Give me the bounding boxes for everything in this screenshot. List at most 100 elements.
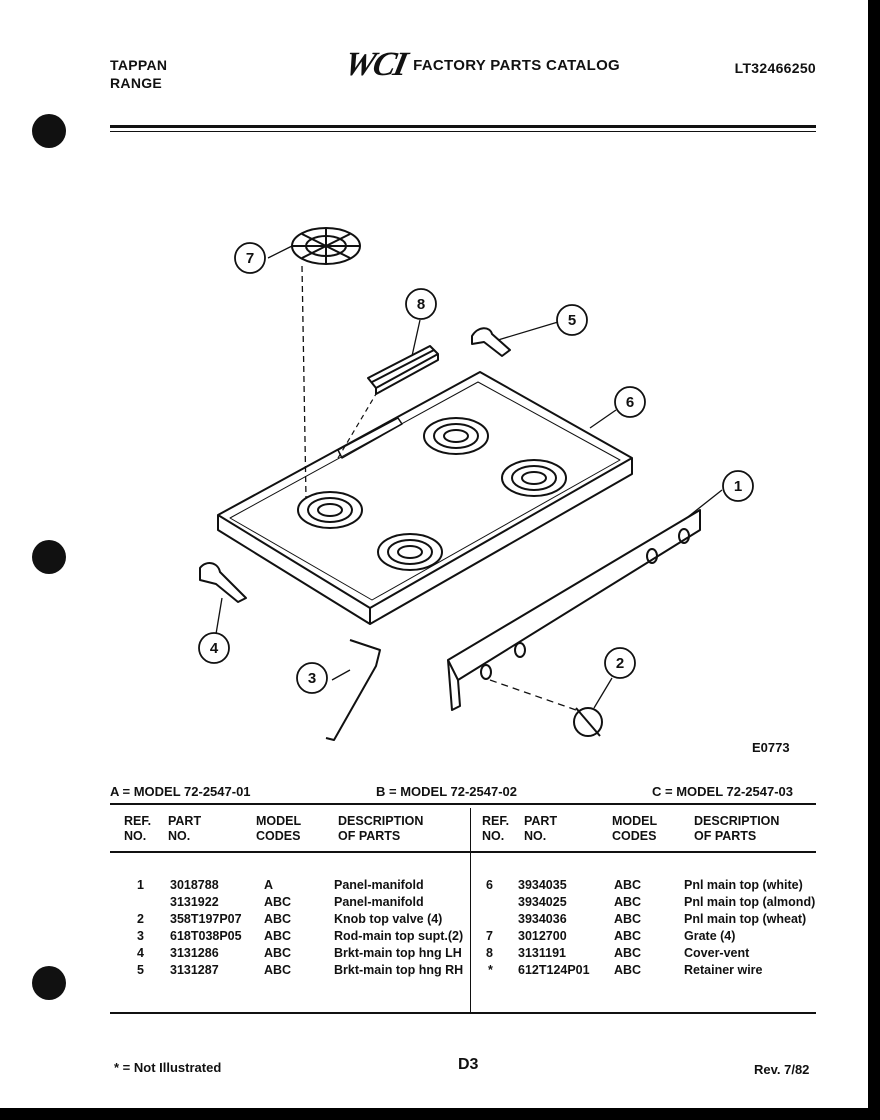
table-header-rule: [110, 851, 816, 853]
row-part: 3934036: [518, 912, 567, 926]
row-part: 618T038P05: [170, 929, 242, 943]
row-model: ABC: [614, 929, 642, 943]
row-ref: 7: [486, 929, 493, 943]
header-rule-thin: [110, 131, 816, 132]
row-desc: Pnl main top (almond): [684, 895, 816, 909]
not-illustrated-note: * = Not Illustrated: [114, 1060, 222, 1075]
figure-id: E0773: [752, 740, 790, 755]
col-ref-line1: REF.: [124, 814, 152, 828]
row-ref: 3: [137, 929, 144, 943]
vent-leader-dashed: [337, 393, 377, 459]
table-column-divider: [470, 808, 471, 1012]
row-part: 612T124P01: [518, 963, 590, 977]
row-model: ABC: [614, 895, 642, 909]
row-part: 3131286: [170, 946, 219, 960]
col-model-line1: MODEL: [612, 814, 658, 828]
row-desc: Pnl main top (wheat): [684, 912, 807, 926]
row-model: ABC: [264, 963, 292, 977]
col-desc-line1: DESCRIPTION: [338, 814, 424, 828]
callout-leaders: [215, 245, 723, 709]
row-desc: Brkt-main top hng LH: [334, 946, 462, 960]
row-ref: *: [488, 963, 493, 977]
row-ref: 6: [486, 878, 493, 892]
valve-knob: [573, 707, 603, 737]
header-rule: [110, 125, 816, 128]
row-desc: Rod-main top supt.(2): [334, 929, 464, 943]
col-desc-line2: OF PARTS: [338, 829, 401, 843]
col-part-line2: NO.: [168, 829, 191, 843]
col-part-line1: PART: [168, 814, 202, 828]
binder-hole: [32, 114, 66, 148]
row-desc: Brkt-main top hng RH: [334, 963, 464, 977]
grate-part: [291, 227, 361, 265]
row-part: 358T197P07: [170, 912, 242, 926]
brand-name: TAPPAN: [110, 57, 168, 73]
row-model: A: [264, 878, 274, 892]
model-c: C = MODEL 72-2547-03: [652, 784, 794, 799]
table-bottom-rule: [110, 1012, 816, 1014]
wci-logo: WCI: [341, 46, 410, 83]
row-ref: 2: [137, 912, 144, 926]
row-model: ABC: [264, 912, 292, 926]
row-part: 3131191: [518, 946, 566, 960]
col-desc-line1: DESCRIPTION: [694, 814, 780, 828]
col-ref-line2: NO.: [482, 829, 505, 843]
hinge-bracket-lh: [199, 562, 247, 603]
col-part-line1: PART: [524, 814, 558, 828]
row-ref: 1: [137, 878, 144, 892]
catalog-title-block: WCI FACTORY PARTS CATALOG: [341, 46, 620, 84]
row-model: ABC: [614, 963, 642, 977]
grate-leader-dashed: [301, 265, 307, 499]
hinge-bracket-rh: [471, 327, 511, 357]
table-top-rule: [110, 803, 816, 805]
col-desc-line2: OF PARTS: [694, 829, 757, 843]
manifold-panel-part: [447, 509, 701, 711]
vent-slot: [337, 417, 403, 459]
row-part: 3018788: [170, 878, 219, 892]
row-ref: 8: [486, 946, 493, 960]
catalog-page: TAPPAN RANGE WCI FACTORY PARTS CATALOG L…: [0, 0, 868, 1108]
support-rod: [325, 639, 381, 741]
row-desc: Panel-manifold: [334, 878, 424, 892]
row-model: ABC: [614, 878, 642, 892]
model-b: B = MODEL 72-2547-02: [376, 784, 518, 799]
page-number: D3: [458, 1056, 479, 1073]
row-part: 3934035: [518, 878, 567, 892]
revision-date: Rev. 7/82: [754, 1062, 810, 1077]
row-desc: Pnl main top (white): [684, 878, 803, 892]
callout-6: 6: [626, 394, 634, 411]
row-part: 3131922: [170, 895, 219, 909]
row-desc: Grate (4): [684, 929, 736, 943]
callout-2: 2: [616, 655, 624, 672]
knob-leader-dashed: [489, 679, 577, 711]
row-model: ABC: [264, 895, 292, 909]
burner-openings: [297, 417, 567, 571]
callout-8: 8: [417, 296, 425, 313]
col-ref-no-right: REF.NO.: [482, 814, 509, 844]
callout-3: 3: [308, 670, 316, 687]
row-model: ABC: [264, 946, 292, 960]
col-model-line2: CODES: [612, 829, 657, 843]
row-part: 3012700: [518, 929, 567, 943]
main-top-panel: [217, 371, 633, 625]
exploded-parts-diagram: 7 8 5 6 1 2 3 4: [198, 227, 754, 741]
col-ref-line2: NO.: [124, 829, 147, 843]
model-a: A = MODEL 72-2547-01: [110, 784, 251, 799]
binder-hole: [32, 540, 66, 574]
callout-4: 4: [210, 640, 219, 657]
row-model: ABC: [614, 912, 642, 926]
row-ref: 4: [137, 946, 144, 960]
row-desc: Cover-vent: [684, 946, 750, 960]
callout-circles: [198, 242, 754, 694]
binder-hole: [32, 966, 66, 1000]
row-model: ABC: [264, 929, 292, 943]
row-ref: 5: [137, 963, 144, 977]
col-ref-no: REF.NO.: [124, 814, 151, 844]
col-ref-line1: REF.: [482, 814, 510, 828]
row-desc: Retainer wire: [684, 963, 763, 977]
vent-cover-part: [367, 345, 439, 395]
row-part: 3934025: [518, 895, 567, 909]
